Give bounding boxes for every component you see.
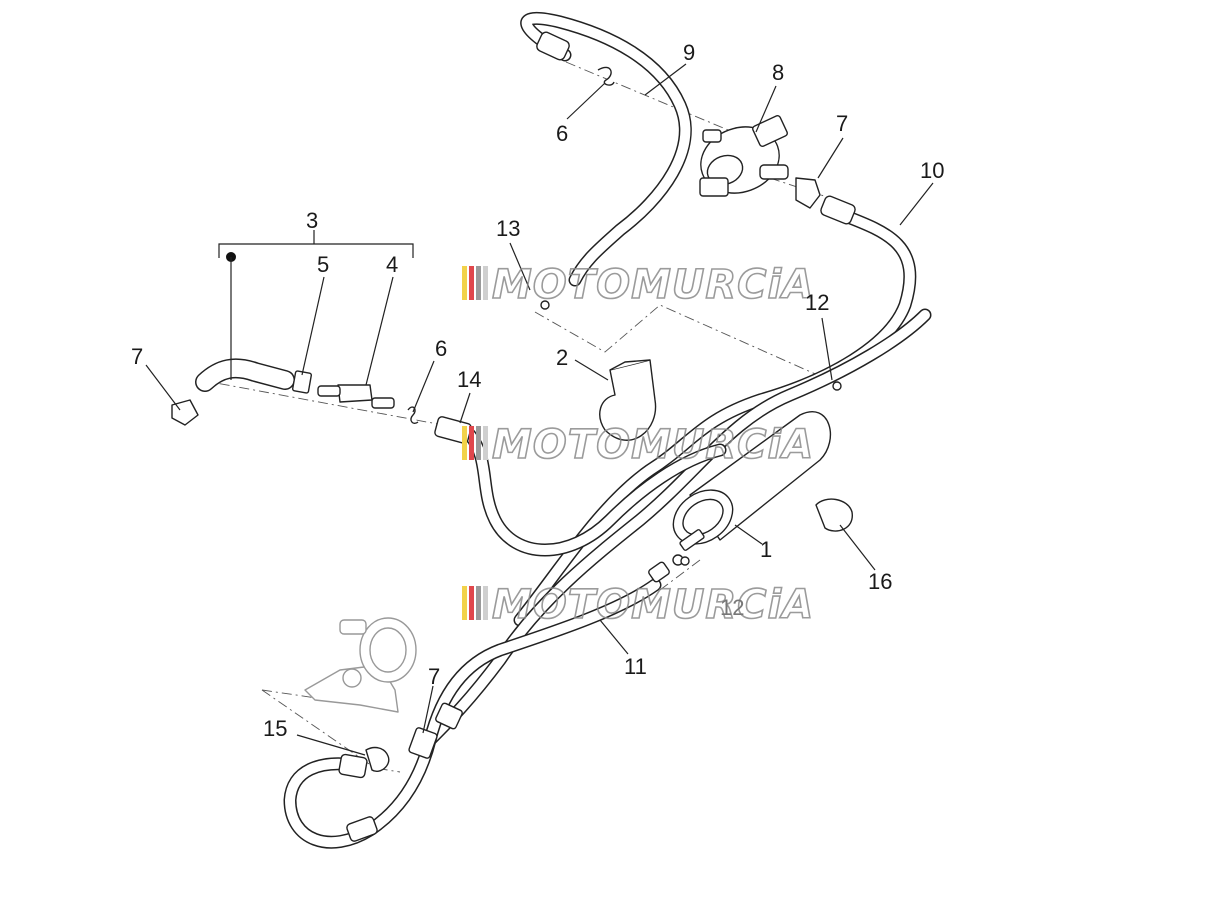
callout-labels: 1 2 3 4 5 6 6 7 7 7 8 9 10 11 12 13 14 1…: [131, 40, 944, 741]
callout-7-left: 7: [131, 344, 143, 369]
valve-part-8: [699, 114, 789, 197]
wm-stripe-1: [462, 586, 467, 620]
callout-2: 2: [556, 345, 568, 370]
bracket-3: [218, 230, 414, 262]
hose-11: [283, 578, 662, 849]
watermark-bottom: MOTOMURCiA: [462, 581, 814, 629]
watermark-text: MOTOMURCiA: [492, 262, 814, 308]
hose-10: [513, 195, 917, 627]
wm-stripe-2: [469, 426, 474, 460]
wm-stripe-2: [469, 266, 474, 300]
callout-12: 12: [805, 290, 829, 315]
wm-stripe-3: [476, 266, 481, 300]
watermark-middle: MOTOMURCiA: [462, 421, 814, 469]
callout-5: 5: [317, 252, 329, 277]
callout-13: 13: [496, 216, 520, 241]
wm-stripe-4: [483, 426, 488, 460]
watermark-text: MOTOMURCiA: [492, 582, 814, 628]
wm-stripe-4: [483, 586, 488, 620]
wm-stripe-1: [462, 266, 467, 300]
wm-stripe-4: [483, 266, 488, 300]
callout-14: 14: [457, 367, 481, 392]
callout-6-top: 6: [556, 121, 568, 146]
callout-16: 16: [868, 569, 892, 594]
assembly-guide-lines: [199, 61, 841, 773]
wm-stripe-3: [476, 586, 481, 620]
wm-stripe-1: [462, 426, 467, 460]
callout-7-top: 7: [836, 111, 848, 136]
callout-1: 1: [760, 537, 772, 562]
hose-parallel: [423, 308, 932, 747]
wm-stripe-3: [476, 426, 481, 460]
bracket-part-2: [599, 359, 657, 441]
callout-15: 15: [263, 716, 287, 741]
callout-8: 8: [772, 60, 784, 85]
throttle-body: [304, 617, 417, 713]
hose-9: [520, 12, 692, 287]
callout-11: 11: [624, 654, 647, 679]
callout-6-left: 6: [435, 336, 447, 361]
leader-lines: [145, 63, 934, 756]
watermark-top: MOTOMURCiA: [462, 261, 814, 309]
callout-7-bottom: 7: [428, 664, 440, 689]
watermark-text: MOTOMURCiA: [492, 422, 814, 468]
wm-stripe-2: [469, 586, 474, 620]
callout-9: 9: [683, 40, 695, 65]
callout-4: 4: [386, 252, 398, 277]
canister-part-1: [648, 411, 832, 583]
callout-10: 10: [920, 158, 944, 183]
callout-12-hidden: 12: [720, 595, 744, 620]
callout-3: 3: [306, 208, 318, 233]
